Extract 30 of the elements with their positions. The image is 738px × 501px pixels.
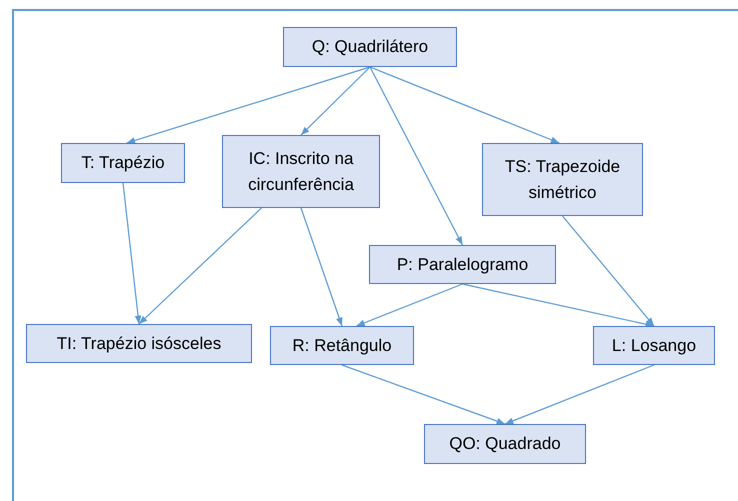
arrow bbox=[370, 66, 560, 144]
node-box bbox=[283, 27, 457, 67]
node-label: L: Losango bbox=[612, 334, 696, 357]
node-box bbox=[424, 424, 586, 464]
arrow bbox=[369, 66, 464, 246]
arrow bbox=[504, 364, 654, 425]
arrow bbox=[342, 364, 506, 425]
node-label: IC: Inscrito na circunferência bbox=[247, 148, 355, 196]
node-label: Q: Quadrilátero bbox=[312, 36, 428, 58]
node-box bbox=[482, 143, 643, 216]
arrow bbox=[138, 208, 262, 324]
arrow bbox=[356, 283, 463, 327]
node-label: TI: Trapézio isósceles bbox=[56, 332, 222, 355]
arrow bbox=[126, 66, 370, 144]
node-box bbox=[593, 326, 715, 365]
node-label: P: Paralelogramo bbox=[396, 254, 528, 276]
arrow bbox=[462, 283, 654, 328]
arrow bbox=[122, 182, 142, 324]
arrow bbox=[562, 216, 654, 326]
node-box bbox=[270, 326, 414, 365]
arrow bbox=[300, 208, 343, 326]
node-box bbox=[61, 143, 185, 183]
node-box bbox=[26, 324, 252, 363]
node-label: T: Trapézio bbox=[81, 152, 165, 174]
arrow bbox=[300, 66, 370, 136]
node-label: TS: Trapezoide simétrico bbox=[504, 156, 622, 204]
node-label: R: Retângulo bbox=[292, 334, 392, 357]
node-label: QO: Quadrado bbox=[449, 433, 561, 456]
node-box bbox=[369, 245, 556, 284]
node-box bbox=[222, 135, 380, 208]
